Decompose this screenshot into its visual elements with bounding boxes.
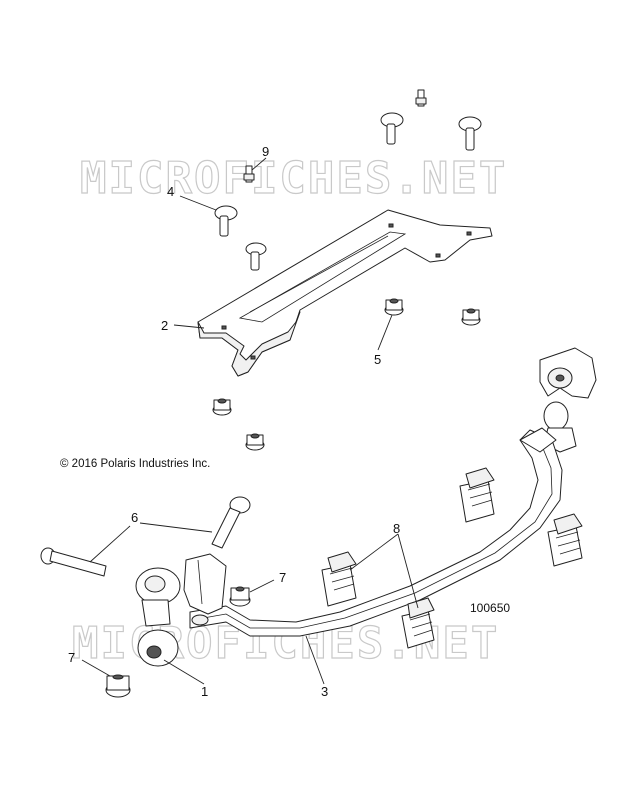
carriage-bolt-top-1	[380, 112, 404, 145]
callout-6: 6	[131, 510, 138, 525]
carriage-bolt-mid	[245, 242, 267, 271]
stabilizer-link-left	[135, 567, 181, 667]
callout-2: 2	[161, 318, 168, 333]
grease-fitting-left	[243, 165, 255, 183]
diagram-reference-number: 100650	[470, 601, 510, 615]
leader-lines	[81, 157, 419, 685]
bolt-short	[211, 496, 251, 549]
bushing-3	[459, 467, 495, 523]
bushing-4	[547, 513, 583, 567]
callout-9: 9	[262, 144, 269, 159]
flange-nut-2	[461, 308, 481, 326]
link-bracket	[183, 553, 227, 615]
lock-nut-lower	[105, 674, 131, 698]
callout-7-upper: 7	[279, 570, 286, 585]
bolt-long	[40, 547, 107, 577]
flange-nut-1	[384, 298, 404, 316]
lock-nut-upper	[229, 586, 251, 607]
grease-fitting-top	[415, 89, 427, 107]
callout-7-lower: 7	[68, 650, 75, 665]
carriage-bolt-top-2	[458, 116, 482, 151]
flange-nut-4	[245, 433, 265, 451]
callout-4: 4	[167, 184, 174, 199]
bushing-1	[321, 551, 357, 607]
callout-5: 5	[374, 352, 381, 367]
watermark-top: MICROFICHES.NET	[80, 153, 507, 204]
copyright-notice: © 2016 Polaris Industries Inc.	[60, 458, 210, 470]
bushing-2	[401, 597, 435, 649]
flange-nut-3	[212, 398, 232, 416]
callout-3: 3	[321, 684, 328, 699]
carriage-bolt-left	[214, 205, 238, 237]
callout-8: 8	[393, 521, 400, 536]
callout-1: 1	[201, 684, 208, 699]
stabilizer-bar	[189, 427, 563, 637]
mounting-plate	[197, 209, 493, 377]
